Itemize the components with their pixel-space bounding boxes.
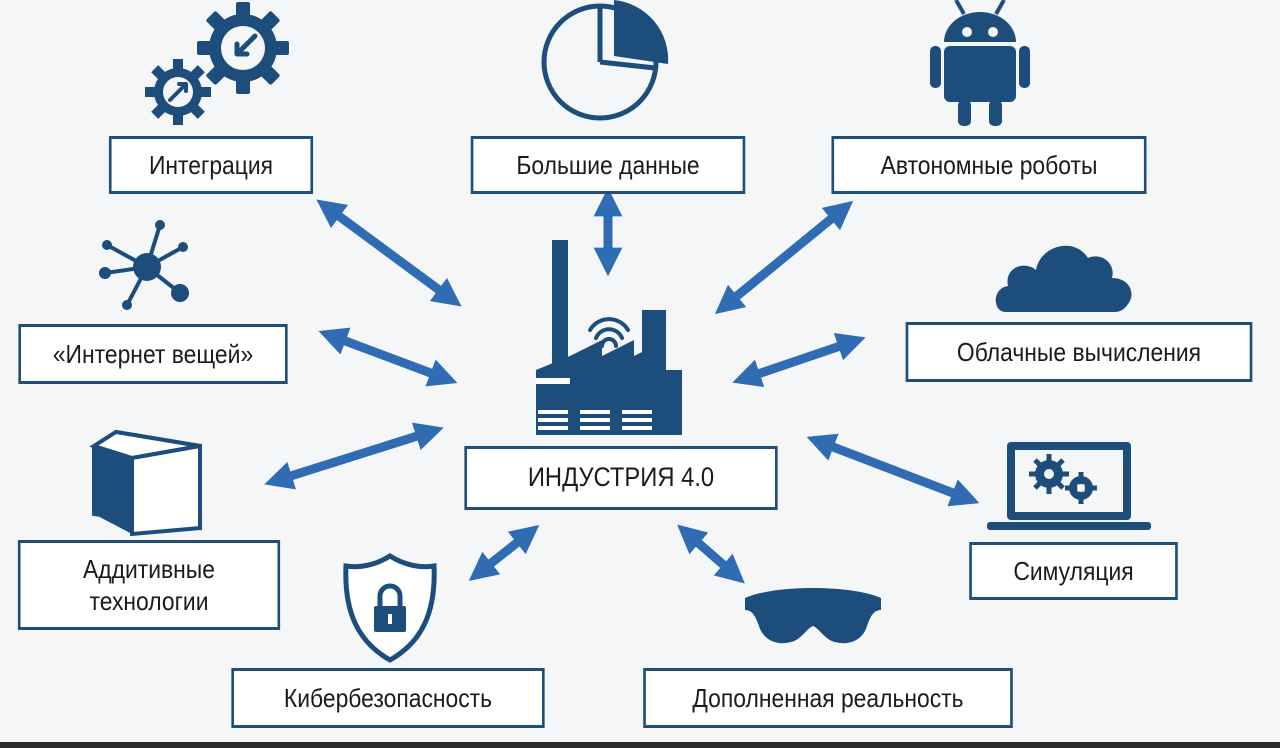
arrow-simulation <box>806 433 980 507</box>
arrow-integration <box>316 199 462 307</box>
node-iot-label: «Интернет вещей» <box>52 338 254 369</box>
vr-glasses-icon <box>745 588 881 644</box>
node-big-data-label: Большие данные <box>516 149 700 180</box>
arrow-iot <box>318 327 458 387</box>
laptop-gears-icon <box>987 442 1151 530</box>
cube-icon <box>89 429 202 537</box>
bottom-bar <box>0 742 1280 748</box>
node-cloud: Облачные вычисления <box>905 322 1253 382</box>
gears-icon <box>145 2 289 125</box>
node-cloud-label: Облачные вычисления <box>956 336 1202 367</box>
node-augmented-reality: Дополненная реальность <box>643 668 1013 728</box>
factory-icon <box>536 240 682 435</box>
node-cybersecurity: Кибербезопасность <box>231 668 545 728</box>
node-augmented-reality-label: Дополненная реальность <box>692 682 964 713</box>
node-additive-label-line1: Аддитивные <box>83 553 215 584</box>
node-cybersecurity-label: Кибербезопасность <box>283 682 493 713</box>
node-autonomous-robots: Автономные роботы <box>831 136 1147 194</box>
arrow-cyber <box>468 525 540 581</box>
node-simulation: Симуляция <box>969 542 1178 600</box>
node-industry-4: ИНДУСТРИЯ 4.0 <box>464 446 778 510</box>
node-additive: Аддитивные технологии <box>17 540 281 630</box>
node-additive-label-line2: технологии <box>89 586 209 616</box>
node-autonomous-robots-label: Автономные роботы <box>880 149 1098 180</box>
cloud-icon <box>995 245 1132 312</box>
network-icon <box>99 220 189 310</box>
arrow-additive <box>264 422 444 490</box>
arrow-robots <box>714 200 854 315</box>
node-integration: Интеграция <box>108 136 314 194</box>
pie-chart-icon <box>541 0 669 121</box>
node-integration-label: Интеграция <box>148 149 274 180</box>
robot-icon <box>930 0 1030 126</box>
node-industry-4-label: ИНДУСТРИЯ 4.0 <box>527 462 715 493</box>
arrow-ar <box>677 524 745 584</box>
node-simulation-label: Симуляция <box>1013 555 1134 586</box>
arrow-cloud <box>732 332 866 388</box>
node-iot: «Интернет вещей» <box>18 324 288 384</box>
shield-lock-icon <box>343 553 437 663</box>
node-big-data: Большие данные <box>470 136 746 194</box>
